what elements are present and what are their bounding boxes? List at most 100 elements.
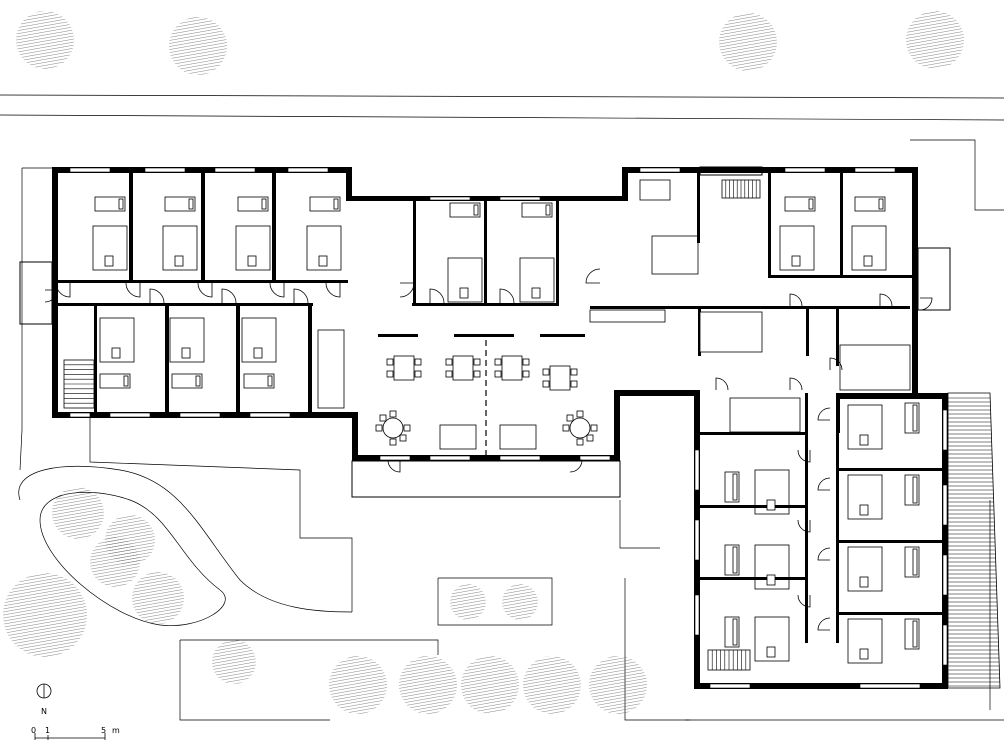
pillow bbox=[261, 198, 267, 210]
chair bbox=[375, 424, 383, 432]
toilet bbox=[531, 287, 541, 299]
pillow bbox=[912, 476, 918, 504]
bathroom bbox=[754, 469, 790, 515]
tree bbox=[906, 11, 964, 69]
tree bbox=[589, 656, 647, 714]
door-swing bbox=[817, 547, 831, 561]
door-swing bbox=[715, 377, 729, 391]
site-paths bbox=[18, 139, 1004, 721]
chair bbox=[473, 358, 481, 366]
bathroom bbox=[847, 404, 883, 450]
table bbox=[549, 365, 571, 391]
door-swing bbox=[55, 282, 71, 298]
chair bbox=[590, 424, 598, 432]
toilet bbox=[104, 255, 114, 267]
bathroom bbox=[519, 257, 555, 303]
pillow bbox=[545, 204, 551, 216]
toilet bbox=[859, 576, 869, 588]
door-swing bbox=[429, 288, 445, 304]
tree bbox=[461, 656, 519, 714]
chair bbox=[522, 370, 530, 378]
toilet bbox=[859, 504, 869, 516]
chair bbox=[399, 434, 407, 442]
bathroom bbox=[754, 616, 790, 662]
bed bbox=[99, 373, 131, 389]
door-swing bbox=[387, 459, 401, 473]
chair bbox=[494, 370, 502, 378]
office-box bbox=[651, 235, 699, 275]
table bbox=[452, 355, 474, 381]
chair bbox=[414, 370, 422, 378]
scale-bar: 0 1 5 m bbox=[31, 726, 120, 740]
door-swing bbox=[789, 293, 803, 307]
bathroom bbox=[92, 225, 128, 271]
bath-unit bbox=[699, 311, 763, 353]
door-swing bbox=[197, 282, 213, 298]
staircase bbox=[63, 179, 761, 671]
furniture bbox=[92, 179, 920, 664]
tree bbox=[132, 572, 184, 624]
toilet bbox=[318, 255, 328, 267]
sofa bbox=[439, 424, 477, 450]
door-swing bbox=[919, 297, 933, 311]
door-swing bbox=[797, 519, 811, 533]
table bbox=[393, 355, 415, 381]
chair bbox=[445, 358, 453, 366]
chair bbox=[522, 358, 530, 366]
chair bbox=[586, 434, 594, 442]
door-swing bbox=[829, 357, 843, 371]
chair bbox=[379, 414, 387, 422]
kitchen-counter bbox=[589, 309, 666, 323]
scale-tick-5: 5 bbox=[101, 726, 106, 735]
pillow bbox=[188, 198, 194, 210]
toilet bbox=[859, 434, 869, 446]
pillow bbox=[732, 546, 738, 574]
door-swing bbox=[125, 282, 141, 298]
chair bbox=[386, 370, 394, 378]
pillow bbox=[912, 548, 918, 576]
bathroom bbox=[99, 317, 135, 363]
tree bbox=[329, 656, 387, 714]
bed bbox=[854, 196, 886, 212]
north-label: N bbox=[41, 707, 47, 716]
bathroom bbox=[847, 546, 883, 592]
toilet bbox=[181, 347, 191, 359]
bathroom bbox=[447, 257, 483, 303]
toilet bbox=[174, 255, 184, 267]
door-swing bbox=[789, 377, 803, 391]
door-swing bbox=[797, 594, 811, 608]
chair bbox=[445, 370, 453, 378]
chair bbox=[570, 368, 578, 376]
round-table bbox=[382, 417, 404, 439]
round-table bbox=[569, 417, 591, 439]
chair bbox=[473, 370, 481, 378]
desk bbox=[639, 179, 671, 201]
toilet bbox=[863, 255, 873, 267]
scale-unit: m bbox=[112, 726, 120, 735]
chair bbox=[389, 438, 397, 446]
bathroom bbox=[162, 225, 198, 271]
tree bbox=[3, 573, 87, 657]
bathroom bbox=[851, 225, 887, 271]
door-swing bbox=[44, 289, 58, 303]
door-swing bbox=[569, 459, 583, 473]
tree bbox=[719, 13, 777, 71]
scale-tick-1: 1 bbox=[45, 726, 50, 735]
sofa bbox=[499, 424, 537, 450]
bed bbox=[243, 373, 275, 389]
toilet bbox=[859, 648, 869, 660]
tree bbox=[90, 537, 140, 587]
chair bbox=[494, 358, 502, 366]
door-swing bbox=[879, 293, 893, 307]
door-swing bbox=[499, 288, 515, 304]
toilet bbox=[791, 255, 801, 267]
tree bbox=[502, 584, 538, 620]
bathroom bbox=[847, 618, 883, 664]
bed bbox=[784, 196, 816, 212]
pillow bbox=[878, 198, 884, 210]
door-swing bbox=[269, 282, 285, 298]
tree bbox=[16, 11, 74, 69]
toilet bbox=[459, 287, 469, 299]
doors bbox=[44, 268, 933, 631]
door-swing bbox=[817, 617, 831, 631]
